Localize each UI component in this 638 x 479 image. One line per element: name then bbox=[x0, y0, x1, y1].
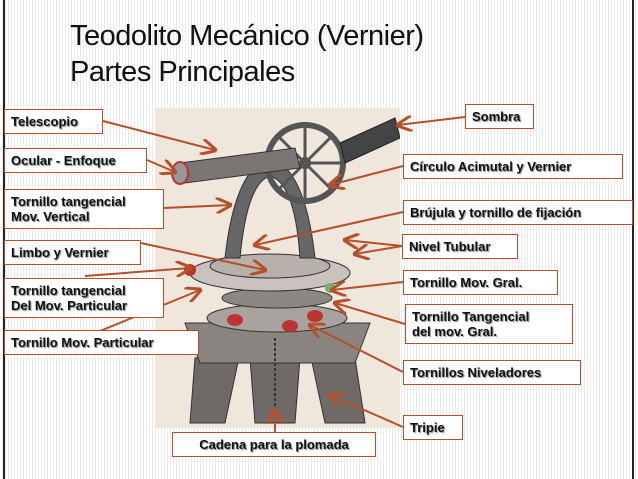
label-line: del mov. Gral. bbox=[412, 324, 498, 339]
label-tornillo-mov-gral: Tornillo Mov. Gral. bbox=[403, 270, 558, 295]
theodolite-image bbox=[155, 108, 400, 428]
left-border bbox=[3, 0, 5, 479]
label-line: Mov. Vertical bbox=[11, 209, 90, 224]
label-telescopio: Telescopio bbox=[4, 109, 103, 134]
label-tripie: Tripie bbox=[403, 415, 463, 440]
label-tornillo-tangencial-vertical: Tornillo tangencial Mov. Vertical bbox=[4, 189, 164, 229]
title-line-2: Partes Principales bbox=[70, 56, 295, 88]
label-line: Tornillo tangencial bbox=[11, 283, 126, 298]
label-ocular: Ocular - Enfoque bbox=[4, 148, 147, 173]
label-tornillo-mov-particular: Tornillo Mov. Particular bbox=[4, 330, 199, 355]
page-title: Teodolito Mecánico (Vernier) Partes Prin… bbox=[70, 18, 424, 90]
label-line: Del Mov. Particular bbox=[11, 298, 128, 313]
label-niveladores: Tornillos Niveladores bbox=[403, 360, 581, 385]
label-nivel: Nivel Tubular bbox=[402, 234, 518, 259]
title-line-1: Teodolito Mecánico (Vernier) bbox=[70, 20, 424, 52]
label-line: Tornillo tangencial bbox=[11, 194, 126, 209]
right-border bbox=[632, 0, 634, 479]
label-sombra: Sombra bbox=[465, 104, 534, 129]
label-limbo: Limbo y Vernier bbox=[4, 240, 141, 265]
label-tornillo-tangencial-gral: Tornillo Tangencial del mov. Gral. bbox=[405, 304, 573, 344]
label-line: Tornillo Tangencial bbox=[412, 309, 530, 324]
label-circulo: Círculo Acimutal y Vernier bbox=[403, 154, 623, 179]
label-cadena: Cadena para la plomada bbox=[172, 432, 376, 457]
label-brujula: Brújula y tornillo de fijación bbox=[403, 200, 633, 225]
label-tornillo-tangencial-particular: Tornillo tangencial Del Mov. Particular bbox=[4, 278, 164, 318]
